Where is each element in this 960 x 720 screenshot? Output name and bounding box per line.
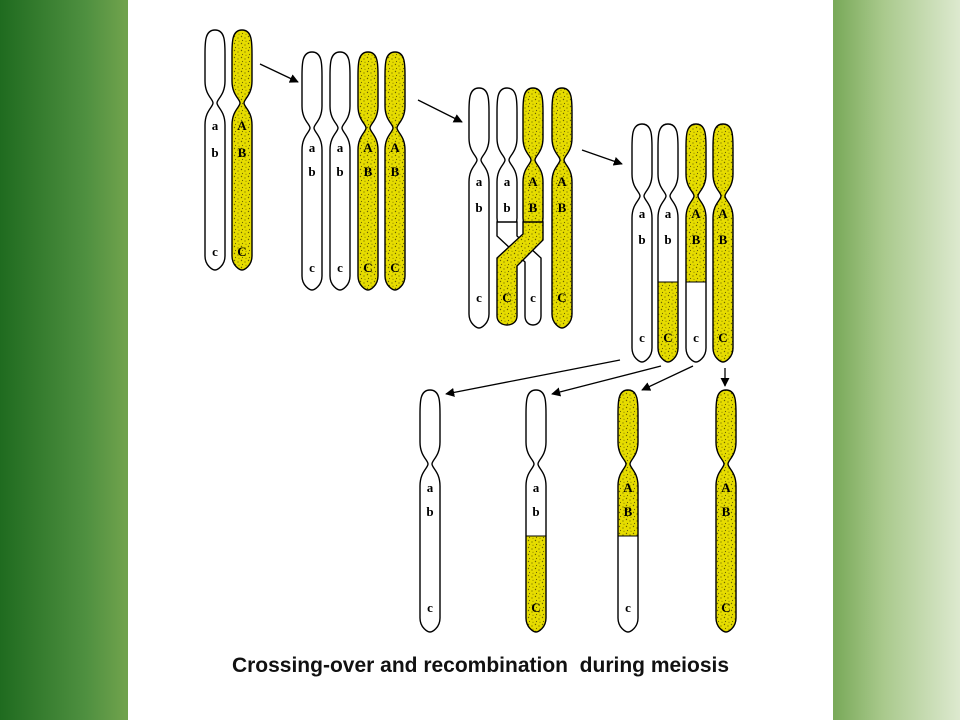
- gene-label: a: [212, 118, 219, 133]
- arrow: [259, 63, 299, 83]
- gene-label: A: [390, 140, 400, 155]
- gene-label: a: [504, 174, 511, 189]
- gene-label: C: [363, 260, 372, 275]
- gene-label: B: [722, 504, 731, 519]
- gene-label: a: [639, 206, 646, 221]
- gamete-chromosome: abC: [525, 389, 547, 633]
- gene-label: C: [531, 600, 540, 615]
- arrow: [581, 149, 623, 166]
- chromatid: ab c: [631, 123, 653, 363]
- gene-label: A: [623, 480, 633, 495]
- gene-label: c: [530, 290, 536, 305]
- chromatid: AB C: [712, 123, 734, 363]
- chromosome: AB C: [231, 29, 253, 271]
- chromatid: ab c: [468, 87, 490, 329]
- gene-label: b: [503, 200, 510, 215]
- gene-label: C: [718, 330, 727, 345]
- gene-label: b: [308, 164, 315, 179]
- gene-label: C: [721, 600, 730, 615]
- arrow: [445, 359, 621, 397]
- chromosome: ab c: [204, 29, 226, 271]
- gene-label: B: [529, 200, 538, 215]
- arrow: [417, 99, 463, 123]
- gene-label: a: [427, 480, 434, 495]
- chromatid: AB C: [384, 51, 406, 291]
- gene-label: B: [692, 232, 701, 247]
- gene-label: c: [476, 290, 482, 305]
- gene-label: A: [363, 140, 373, 155]
- chromatid: ab c: [301, 51, 323, 291]
- gene-label: A: [557, 174, 567, 189]
- chromatid: abC: [657, 123, 679, 363]
- gene-label: b: [336, 164, 343, 179]
- gene-label: A: [721, 480, 731, 495]
- gene-label: c: [212, 244, 218, 259]
- gene-label: C: [557, 290, 566, 305]
- gene-label: a: [337, 140, 344, 155]
- gene-label: C: [502, 290, 511, 305]
- gene-label: C: [663, 330, 672, 345]
- gene-label: B: [238, 145, 247, 160]
- arrows-layer: [259, 63, 730, 397]
- gene-label: c: [639, 330, 645, 345]
- gene-label: b: [664, 232, 671, 247]
- gene-label: A: [718, 206, 728, 221]
- gene-label: c: [427, 600, 433, 615]
- gene-label: a: [665, 206, 672, 221]
- gamete-chromosome: ABc: [617, 389, 639, 633]
- gene-label: c: [337, 260, 343, 275]
- chromatid: ABc: [685, 123, 707, 363]
- gene-label: B: [364, 164, 373, 179]
- gene-label: b: [426, 504, 433, 519]
- chromatid: ab c: [329, 51, 351, 291]
- gene-label: B: [719, 232, 728, 247]
- chromatid: AB C: [551, 87, 573, 329]
- gene-label: a: [309, 140, 316, 155]
- gene-label: a: [533, 480, 540, 495]
- gene-label: C: [390, 260, 399, 275]
- chromatid: AB C: [357, 51, 379, 291]
- gene-label: b: [638, 232, 645, 247]
- gene-label: B: [624, 504, 633, 519]
- gene-label: C: [237, 244, 246, 259]
- gene-label: c: [625, 600, 631, 615]
- gene-label: B: [391, 164, 400, 179]
- gene-label: B: [558, 200, 567, 215]
- gene-label: b: [532, 504, 539, 519]
- gene-label: b: [475, 200, 482, 215]
- gene-label: A: [691, 206, 701, 221]
- gene-label: A: [528, 174, 538, 189]
- diagram-caption: Crossing-over and recombination during m…: [231, 654, 730, 677]
- arrow: [551, 365, 662, 397]
- gamete-chromosome: ab c: [419, 389, 441, 633]
- gene-label: A: [237, 118, 247, 133]
- gene-label: b: [211, 145, 218, 160]
- arrow: [641, 365, 694, 391]
- gene-label: a: [476, 174, 483, 189]
- gamete-chromosome: AB C: [715, 389, 737, 633]
- gene-label: c: [693, 330, 699, 345]
- gene-label: c: [309, 260, 315, 275]
